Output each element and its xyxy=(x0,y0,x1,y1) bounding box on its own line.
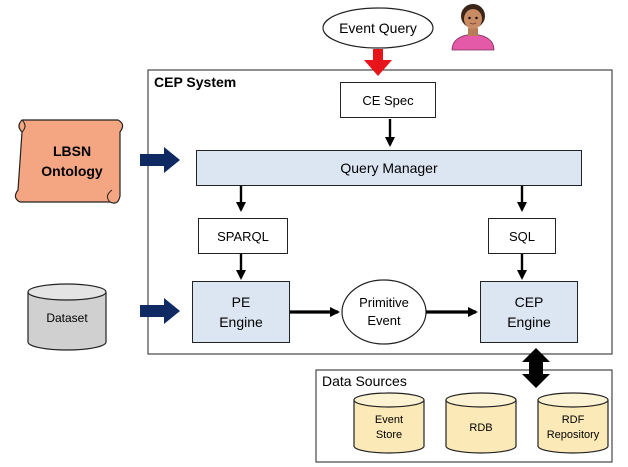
user-avatar-icon xyxy=(451,4,495,51)
query-manager-box: Query Manager xyxy=(196,150,582,186)
cep-datasources-double-arrow xyxy=(522,348,550,388)
dataset-cylinder xyxy=(27,283,107,351)
rdb-label: RDB xyxy=(469,421,493,434)
event-store-cylinder xyxy=(353,392,425,454)
cep-system-title: CEP System xyxy=(154,74,237,90)
event-query-ellipse xyxy=(322,7,434,49)
rdf-repository-cylinder xyxy=(537,392,609,454)
rdf-repository-label: RDF Repository xyxy=(546,414,600,441)
ontology-scroll xyxy=(14,119,124,204)
ontology-label: LBSN Ontology xyxy=(41,143,103,179)
dataset-label: Dataset xyxy=(46,311,88,325)
event-store-label: Event Store xyxy=(374,414,404,441)
sql-box: SQL xyxy=(488,218,556,254)
primitive-event-label: Primitive Event xyxy=(359,295,409,328)
event-query-label: Event Query xyxy=(339,20,417,36)
ce-spec-box: CE Spec xyxy=(340,82,436,118)
query-arrow xyxy=(364,49,392,76)
rdb-cylinder xyxy=(445,392,517,454)
sparql-box: SPARQL xyxy=(198,218,288,254)
ontology-input-arrow xyxy=(140,147,180,173)
pe-engine-box: PE Engine xyxy=(192,281,290,343)
cep-engine-box: CEP Engine xyxy=(480,281,578,343)
data-sources-title: Data Sources xyxy=(322,373,407,389)
dataset-input-arrow xyxy=(140,298,180,324)
